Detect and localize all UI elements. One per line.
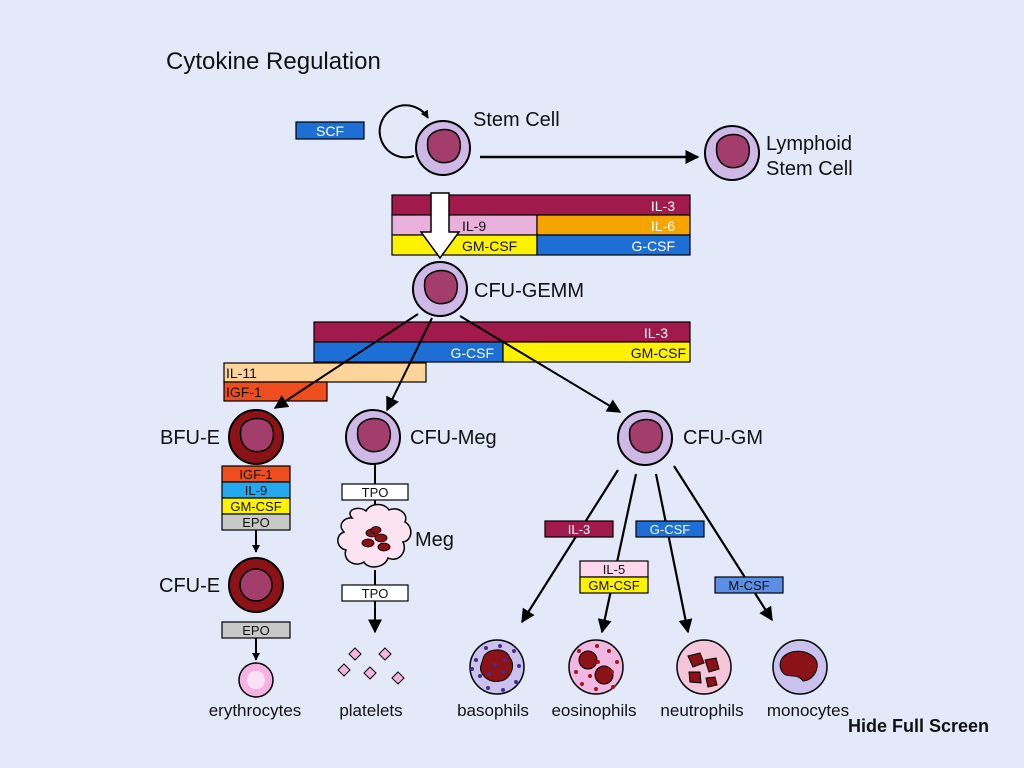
- gmcsf-bar-mid: [502, 341, 691, 363]
- igf1-bar-label: IGF-1: [226, 384, 262, 400]
- bfu-e-cell: [228, 409, 284, 465]
- il3-box-gm-label: IL-3: [568, 522, 590, 537]
- hide-full-screen-button[interactable]: Hide Full Screen: [848, 716, 990, 736]
- gmcsf-box-bfu-label: GM-CSF: [230, 499, 281, 514]
- igf1-box-label: IGF-1: [239, 467, 272, 482]
- cfu-meg-label: CFU-Meg: [410, 427, 497, 449]
- erythrocyte-cell: [238, 662, 274, 698]
- gcsf-bar-top-label: G-CSF: [631, 238, 675, 254]
- gcsf-box-gm-label: G-CSF: [650, 522, 691, 537]
- mcsf-box: [714, 576, 784, 594]
- gemm-to-cfumeg-arrow: [386, 317, 433, 412]
- epo-box-bottom-label: EPO: [242, 623, 269, 638]
- gmcsf-bar-top-label: GM-CSF: [462, 238, 517, 254]
- gemm-to-cfugm-arrow: [459, 315, 622, 413]
- gemm-to-bfue-arrow: [273, 313, 419, 409]
- cfu-gm-label: CFU-GM: [683, 427, 763, 449]
- neutrophils-label: neutrophils: [660, 701, 743, 720]
- tpo-box-bottom: [341, 584, 409, 602]
- bfu-e-label: BFU-E: [160, 427, 220, 449]
- cfugm-to-basophil-arrow: [521, 469, 619, 624]
- neutrophil-cell: [676, 639, 732, 695]
- page-title: Cytokine Regulation: [166, 48, 381, 75]
- il3-bar-top-label: IL-3: [651, 198, 675, 214]
- tpo-box-bottom-label: TPO: [362, 586, 389, 601]
- il11-bar-label: IL-11: [226, 365, 257, 381]
- stem-cell-label: Stem Cell: [473, 109, 560, 131]
- basophils-label: basophils: [457, 701, 529, 720]
- gcsf-box-gm: [635, 520, 705, 538]
- il3-box-gm: [544, 520, 614, 538]
- erythrocytes-label: erythrocytes: [209, 701, 302, 720]
- il9-bar-label: IL-9: [462, 218, 486, 234]
- cfugm-to-monocyte-arrow: [673, 465, 773, 622]
- cfu-e-label: CFU-E: [159, 575, 220, 597]
- gmcsf-box-eos-label: GM-CSF: [588, 578, 639, 593]
- platelet-cells: [337, 647, 405, 685]
- mcsf-box-label: M-CSF: [728, 578, 769, 593]
- scf-label: SCF: [316, 123, 344, 139]
- lymphoid-label-line2: Stem Cell: [766, 158, 853, 180]
- tpo-box-top-label: TPO: [362, 485, 389, 500]
- cfu-meg-cell: [345, 409, 401, 465]
- lymphoid-label-line1: Lymphoid: [766, 133, 852, 155]
- cfugm-to-neutrophil-arrow: [654, 473, 693, 634]
- gmcsf-bar-mid-label: GM-CSF: [631, 345, 686, 361]
- cfu-gemm-label: CFU-GEMM: [474, 280, 584, 302]
- gcsf-bar-top: [536, 234, 691, 256]
- il3-bar-mid-label: IL-3: [644, 325, 668, 341]
- epo-box-top-label: EPO: [242, 515, 269, 530]
- stem-to-gemm-arrow: [419, 192, 461, 260]
- eosinophil-cell: [568, 639, 624, 695]
- eosinophils-label: eosinophils: [551, 701, 636, 720]
- stem-cell: [415, 120, 471, 176]
- meg-label: Meg: [415, 529, 454, 551]
- gmcsf-box-eos: [579, 576, 649, 594]
- il6-bar-label: IL-6: [651, 218, 675, 234]
- megakaryocyte-cell: [337, 503, 412, 568]
- lymphoid-stem-cell: [704, 125, 760, 181]
- self-renewal-arrow: [378, 104, 429, 159]
- cfugm-to-eosinophil-arrow: [597, 473, 638, 634]
- basophil-cell: [469, 639, 525, 695]
- monocyte-cell: [772, 639, 828, 695]
- il5-box-label: IL-5: [603, 562, 625, 577]
- monocytes-label: monocytes: [767, 701, 849, 720]
- platelets-label: platelets: [339, 701, 402, 720]
- il9-box-label: IL-9: [245, 483, 267, 498]
- scf-box: [295, 121, 365, 140]
- il3-bar-mid: [313, 321, 691, 343]
- gcsf-bar-mid-label: G-CSF: [450, 345, 494, 361]
- tpo-box-top: [341, 483, 409, 501]
- cfu-gemm-cell: [412, 261, 468, 317]
- cfu-gm-cell: [617, 410, 673, 466]
- cfu-e-cell: [228, 557, 284, 613]
